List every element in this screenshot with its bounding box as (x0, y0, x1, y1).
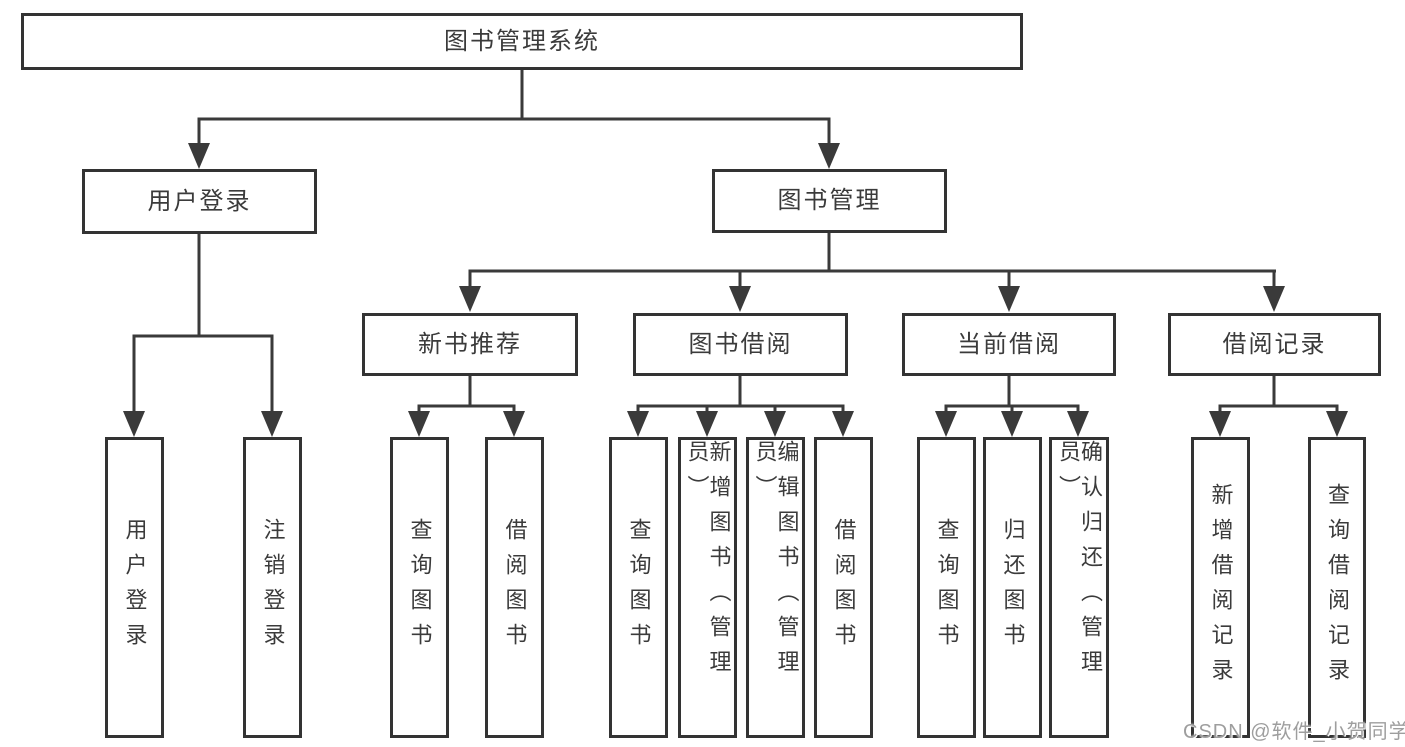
arrowhead-down-icon (1263, 286, 1285, 312)
node-book-borrow-label: 图书借阅 (688, 330, 793, 358)
arrowheads (123, 143, 1348, 437)
node-book-borrow: 图书借阅 (633, 313, 848, 376)
leaf-query-borrow-record: 查询借阅记录 (1308, 437, 1366, 738)
node-new-book-recommend-label: 新书推荐 (418, 330, 522, 358)
watermark: CSDN @软件_小贺同学 (1183, 721, 1405, 743)
node-book-management-label: 图书管理 (777, 187, 882, 214)
leaf-add-borrow-record: 新增借阅记录 (1191, 437, 1250, 738)
leaf-query-books-recommend-label: 查询图书 (407, 517, 433, 658)
leaf-query-books-recommend: 查询图书 (390, 437, 449, 738)
arrowhead-down-icon (1001, 411, 1023, 437)
leaf-borrow-books-label: 借阅图书 (831, 517, 857, 658)
arrowhead-down-icon (696, 411, 718, 437)
node-book-management: 图书管理 (712, 169, 947, 233)
node-borrow-records: 借阅记录 (1168, 313, 1381, 376)
node-new-book-recommend: 新书推荐 (362, 313, 578, 376)
leaf-borrow-books: 借阅图书 (814, 437, 873, 738)
leaf-query-books-borrow: 查询图书 (609, 437, 668, 738)
leaf-return-books-label: 归还图书 (1000, 517, 1026, 658)
leaf-user-login-label: 用户登录 (122, 517, 148, 658)
arrowhead-down-icon (261, 411, 283, 437)
node-user-login: 用户登录 (82, 169, 317, 234)
leaf-user-login: 用户登录 (105, 437, 164, 738)
arrowhead-down-icon (627, 411, 649, 437)
node-borrow-records-label: 借阅记录 (1222, 330, 1327, 358)
arrowhead-down-icon (1326, 411, 1348, 437)
arrowhead-down-icon (188, 143, 210, 169)
leaf-query-books-current: 查询图书 (917, 437, 976, 738)
node-user-login-label: 用户登录 (147, 187, 252, 215)
arrowhead-down-icon (818, 143, 840, 169)
arrowhead-down-icon (408, 411, 430, 437)
arrowhead-down-icon (935, 411, 957, 437)
arrowhead-down-icon (832, 411, 854, 437)
leaf-logout: 注销登录 (243, 437, 302, 738)
arrowhead-down-icon (998, 286, 1020, 312)
node-book-management-system: 图书管理系统 (21, 13, 1023, 70)
arrowhead-down-icon (1209, 411, 1231, 437)
node-current-borrow-label: 当前借阅 (957, 330, 1061, 358)
leaf-query-books-current-label: 查询图书 (934, 517, 960, 658)
leaf-borrow-books-recommend-label: 借阅图书 (502, 517, 528, 658)
leaf-edit-books-admin-label: 编辑图书（管理员） (752, 440, 800, 685)
node-book-management-system-label: 图书管理系统 (444, 27, 600, 55)
arrowhead-down-icon (1067, 411, 1089, 437)
leaf-confirm-return-admin: 确认归还（管理员） (1049, 437, 1109, 738)
leaf-borrow-books-recommend: 借阅图书 (485, 437, 544, 738)
leaf-logout-label: 注销登录 (260, 517, 286, 658)
arrowhead-down-icon (459, 286, 481, 312)
leaf-confirm-return-admin-label: 确认归还（管理员） (1056, 440, 1103, 685)
node-current-borrow: 当前借阅 (902, 313, 1116, 376)
connector-lines (132, 69, 1339, 415)
arrowhead-down-icon (764, 411, 786, 437)
leaf-add-books-admin-label: 新增图书（管理员） (684, 440, 732, 685)
leaf-add-borrow-record-label: 新增借阅记录 (1208, 482, 1234, 693)
leaf-return-books: 归还图书 (983, 437, 1042, 738)
arrowhead-down-icon (123, 411, 145, 437)
arrowhead-down-icon (503, 411, 525, 437)
leaf-add-books-admin: 新增图书（管理员） (678, 437, 737, 738)
leaf-query-books-borrow-label: 查询图书 (626, 517, 652, 658)
leaf-query-borrow-record-label: 查询借阅记录 (1325, 482, 1350, 693)
leaf-edit-books-admin: 编辑图书（管理员） (746, 437, 805, 738)
arrowhead-down-icon (729, 286, 751, 312)
